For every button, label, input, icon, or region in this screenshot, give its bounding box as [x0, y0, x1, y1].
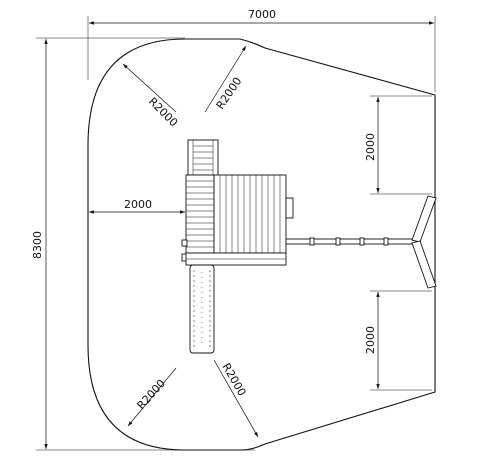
right-top-clearance-label: 2000	[364, 133, 377, 161]
swing-beam	[285, 237, 417, 246]
radius-bottom-right: R2000	[213, 359, 259, 438]
safety-zone-outline	[87, 38, 436, 451]
overall-height-label: 8300	[31, 231, 44, 259]
climbing-ladder	[187, 139, 219, 176]
right-top-clearance-dimension: 2000	[364, 95, 432, 195]
radius-top-right: R2000	[204, 45, 247, 113]
radius-bottom-left: R2000	[127, 367, 177, 427]
radius-bottom-left-label: R2000	[135, 377, 169, 412]
overall-width-dimension: 7000	[87, 8, 436, 92]
radius-bottom-right-label: R2000	[219, 361, 248, 398]
right-bottom-clearance-dimension: 2000	[364, 290, 432, 391]
left-clearance-label: 2000	[124, 198, 152, 211]
radius-top-right-label: R2000	[214, 75, 245, 112]
slide	[189, 264, 215, 354]
right-bottom-clearance-label: 2000	[364, 326, 377, 354]
radius-top-left: R2000	[122, 63, 180, 129]
deck-platform	[181, 174, 215, 262]
left-clearance-dimension: 2000	[89, 198, 185, 214]
swing-a-frame	[411, 195, 437, 289]
overall-width-label: 7000	[248, 8, 276, 21]
tower-roof	[185, 174, 294, 266]
